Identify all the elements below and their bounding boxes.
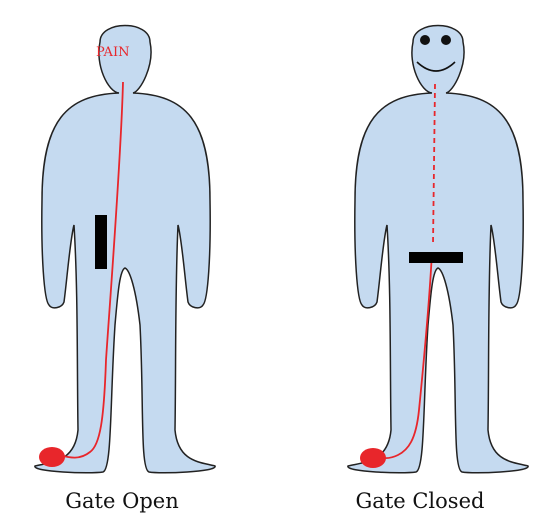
body-outline-right: [348, 26, 528, 473]
gate-open-bar: [95, 215, 107, 269]
figure-gate-closed: [348, 26, 528, 473]
caption-gate-closed: Gate Closed: [320, 489, 520, 513]
right-eye: [441, 35, 451, 45]
gate-closed-bar: [409, 252, 463, 263]
pain-source-right: [360, 448, 386, 468]
body-outline-left: [35, 26, 215, 473]
left-eye: [420, 35, 430, 45]
caption-gate-open: Gate Open: [22, 489, 222, 513]
pain-source-left: [39, 447, 65, 467]
pain-label: PAIN: [96, 45, 129, 60]
figure-gate-open: PAIN: [35, 26, 215, 473]
